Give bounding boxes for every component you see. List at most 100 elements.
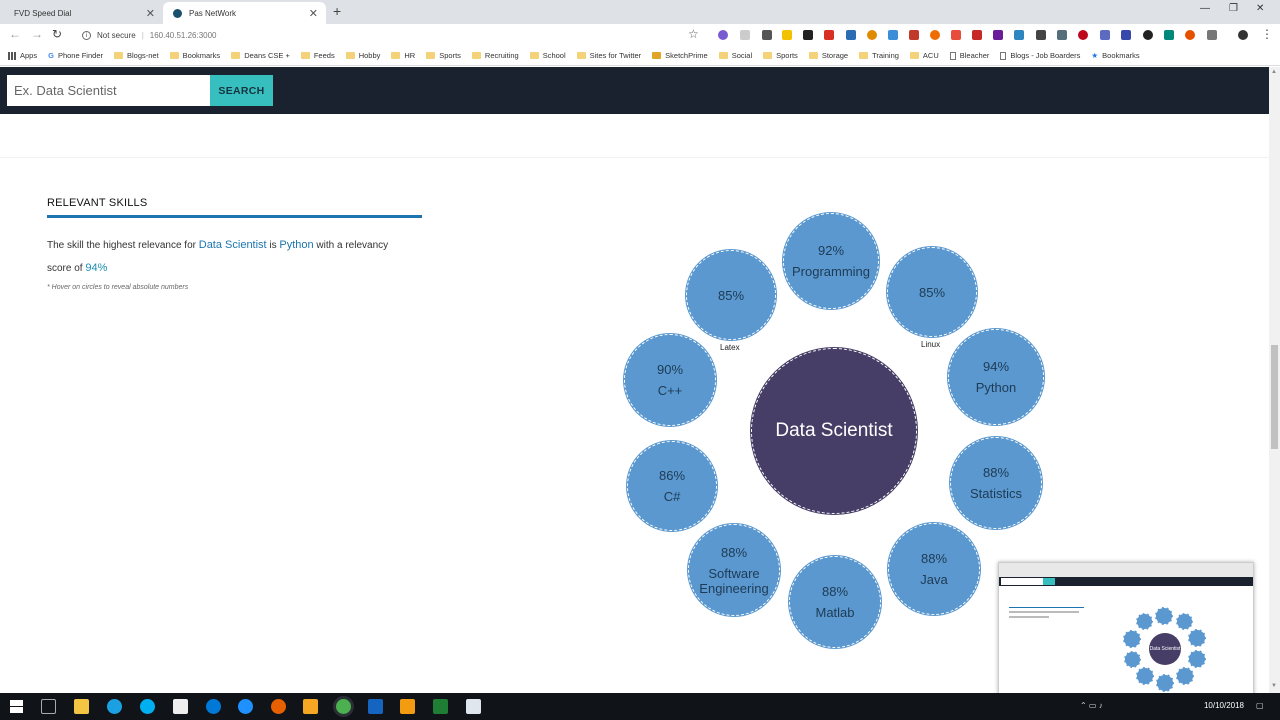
bookmark-folder[interactable]: Feeds [300, 51, 335, 60]
notifications-icon[interactable]: ▢ [1256, 701, 1264, 710]
skill-bubble[interactable]: 88% Software Engineering [688, 524, 780, 616]
extension-icon[interactable] [867, 30, 877, 40]
extension-icon[interactable] [803, 30, 813, 40]
app-icon[interactable] [466, 699, 481, 714]
bookmark-folder[interactable]: Sports [763, 51, 798, 60]
info-icon[interactable]: i [82, 30, 91, 40]
skill-bubble[interactable]: 85% [887, 247, 977, 337]
extension-icon[interactable] [1100, 30, 1110, 40]
profile-avatar[interactable] [1238, 30, 1248, 40]
new-tab-icon[interactable]: + [333, 3, 342, 19]
center-role-circle[interactable]: Data Scientist [751, 348, 917, 514]
bookmark-folder[interactable]: Blogs-net [113, 51, 159, 60]
bookmark-folder[interactable]: Sports [426, 51, 461, 60]
window-close-icon[interactable]: ✕ [1256, 3, 1265, 14]
bookmark-folder[interactable]: Recruiting [471, 51, 519, 60]
extension-icon[interactable] [1143, 30, 1153, 40]
extension-icon[interactable] [1014, 30, 1024, 40]
bookmark-folder[interactable]: Hobby [345, 51, 380, 60]
bookmark-item[interactable]: Blogs - Job Boarders [1000, 51, 1080, 60]
bookmark-folder[interactable]: HR [391, 51, 415, 60]
edge-icon[interactable] [206, 699, 221, 714]
mail-icon[interactable] [1207, 30, 1217, 40]
extension-icon[interactable] [951, 30, 961, 40]
extension-icon[interactable] [1164, 30, 1174, 40]
skill-bubble[interactable]: 88% Java [888, 523, 980, 615]
tab-speed-dial[interactable]: FVD Speed Dial ✕ [0, 2, 163, 24]
file-explorer-icon[interactable] [74, 699, 89, 714]
tab-pas-network[interactable]: Pas NetWork ✕ [163, 2, 326, 24]
ie-icon[interactable] [238, 699, 253, 714]
skill-bubble[interactable]: 94% Python [948, 329, 1044, 425]
app-icon[interactable] [368, 699, 383, 714]
app-icon[interactable] [107, 699, 122, 714]
skill-bubble[interactable]: 86% C# [627, 441, 717, 531]
bookmark-folder[interactable]: Training [859, 51, 899, 60]
bookmark-folder[interactable]: Bookmarks [169, 51, 220, 60]
extension-icon[interactable] [846, 30, 856, 40]
extension-icon[interactable] [972, 30, 982, 40]
skill-bubble[interactable]: 92% Programming [783, 213, 879, 309]
firefox-icon[interactable] [271, 699, 286, 714]
extension-icon[interactable] [1121, 30, 1131, 40]
back-icon[interactable]: ← [9, 27, 21, 41]
extension-icon[interactable] [1078, 30, 1088, 40]
reload-icon[interactable]: ↻ [52, 27, 63, 41]
extension-icon[interactable] [1057, 30, 1067, 40]
search-button[interactable]: SEARCH [210, 75, 273, 106]
extension-icon[interactable] [993, 30, 1003, 40]
bookmark-apps[interactable]: Apps [8, 51, 37, 60]
maximize-icon[interactable]: ❐ [1229, 3, 1238, 14]
folder-icon [808, 52, 818, 59]
extension-icon[interactable] [1036, 30, 1046, 40]
tray-icons[interactable]: ⌃ ▭ ♪ [1080, 701, 1103, 710]
apps-icon [8, 51, 16, 60]
extension-icon[interactable] [782, 30, 792, 40]
taskbar-clock[interactable]: 10/10/2018 [1204, 701, 1244, 711]
bookmark-star-icon[interactable]: ☆ [688, 27, 699, 41]
windows-start-icon[interactable] [10, 700, 23, 713]
scroll-down-icon[interactable]: ▼ [1271, 683, 1277, 689]
forward-icon[interactable]: → [31, 27, 43, 41]
extension-icon[interactable] [909, 30, 919, 40]
extension-icon[interactable] [888, 30, 898, 40]
calendar-icon[interactable] [173, 699, 188, 714]
bookmark-item[interactable]: SketchPrime [652, 51, 708, 60]
minimize-icon[interactable]: — [1200, 3, 1210, 14]
page-scrollbar[interactable]: ▲ ▼ [1269, 67, 1280, 693]
skill-bubble[interactable]: 88% Statistics [950, 437, 1042, 529]
address-bar[interactable]: i Not secure | 160.40.51.26:3000 [74, 26, 704, 44]
extension-icon[interactable] [740, 30, 750, 40]
skill-bubble[interactable]: 88% Matlab [789, 556, 881, 648]
close-icon[interactable]: ✕ [145, 7, 155, 20]
task-view-icon[interactable] [41, 699, 56, 714]
extension-icon[interactable] [930, 30, 940, 40]
bookmark-folder[interactable]: Storage [808, 51, 848, 60]
extension-icon[interactable] [762, 30, 772, 40]
extension-icon[interactable] [718, 30, 728, 40]
chrome-icon[interactable] [336, 699, 351, 714]
scroll-thumb[interactable] [1271, 345, 1278, 449]
bookmark-item[interactable]: Bleacher [949, 51, 989, 60]
excel-icon[interactable] [433, 699, 448, 714]
search-input[interactable] [7, 75, 210, 106]
skill-bubble[interactable]: 85% [686, 250, 776, 340]
close-icon[interactable]: ✕ [308, 7, 318, 20]
bookmark-folder[interactable]: ACU [909, 51, 939, 60]
extension-icon[interactable] [1185, 30, 1195, 40]
bookmark-other[interactable]: ★Bookmarks [1091, 51, 1140, 60]
skill-percent: 88% [982, 465, 1010, 480]
scroll-up-icon[interactable]: ▲ [1271, 69, 1277, 75]
bookmark-folder[interactable]: School [529, 51, 566, 60]
bookmark-folder[interactable]: Sites for Twitter [576, 51, 641, 60]
outlook-icon[interactable] [400, 699, 415, 714]
skype-icon[interactable] [140, 699, 155, 714]
extension-icon[interactable] [824, 30, 834, 40]
menu-icon[interactable]: ⋮ [1261, 27, 1273, 41]
app-icon[interactable] [303, 699, 318, 714]
skill-outer-label: Latex [720, 343, 740, 352]
bookmark-folder[interactable]: Social [718, 51, 752, 60]
bookmark-folder[interactable]: Deans CSE + [231, 51, 290, 60]
skill-bubble[interactable]: 90% C++ [624, 334, 716, 426]
